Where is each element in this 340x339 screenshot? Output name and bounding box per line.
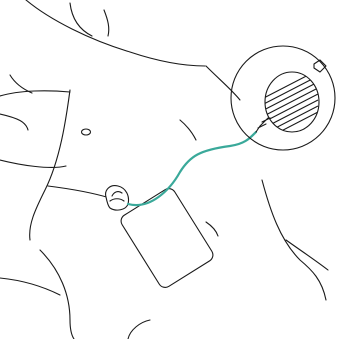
left-arm-upper-line	[0, 90, 71, 97]
hip-contour	[39, 249, 75, 339]
torso-outline	[0, 0, 329, 339]
right-side-contour	[261, 179, 327, 301]
magnified-disc-view	[230, 45, 336, 151]
port-housing	[105, 185, 130, 211]
left-arm-fold	[9, 74, 33, 94]
neck-line	[69, 2, 93, 37]
nipple-mark	[80, 128, 92, 136]
right-arm-contour	[285, 239, 329, 271]
left-arm-lower-fold	[0, 113, 29, 131]
abdomen-line	[47, 185, 111, 199]
ear-line	[103, 9, 110, 37]
right-shoulder	[205, 65, 241, 101]
generator-pad	[120, 188, 214, 288]
disc-hatch	[265, 72, 319, 132]
right-chest	[179, 119, 197, 141]
disc-connector	[255, 117, 271, 133]
chest-fold	[0, 159, 67, 168]
waist-contour	[0, 277, 61, 296]
shoulder-top-line	[25, 0, 206, 67]
bottom-contour	[127, 319, 151, 339]
connector-tube	[126, 130, 258, 207]
left-body-contour	[29, 89, 71, 241]
navel-line	[205, 221, 219, 237]
disc-clip	[313, 59, 327, 73]
